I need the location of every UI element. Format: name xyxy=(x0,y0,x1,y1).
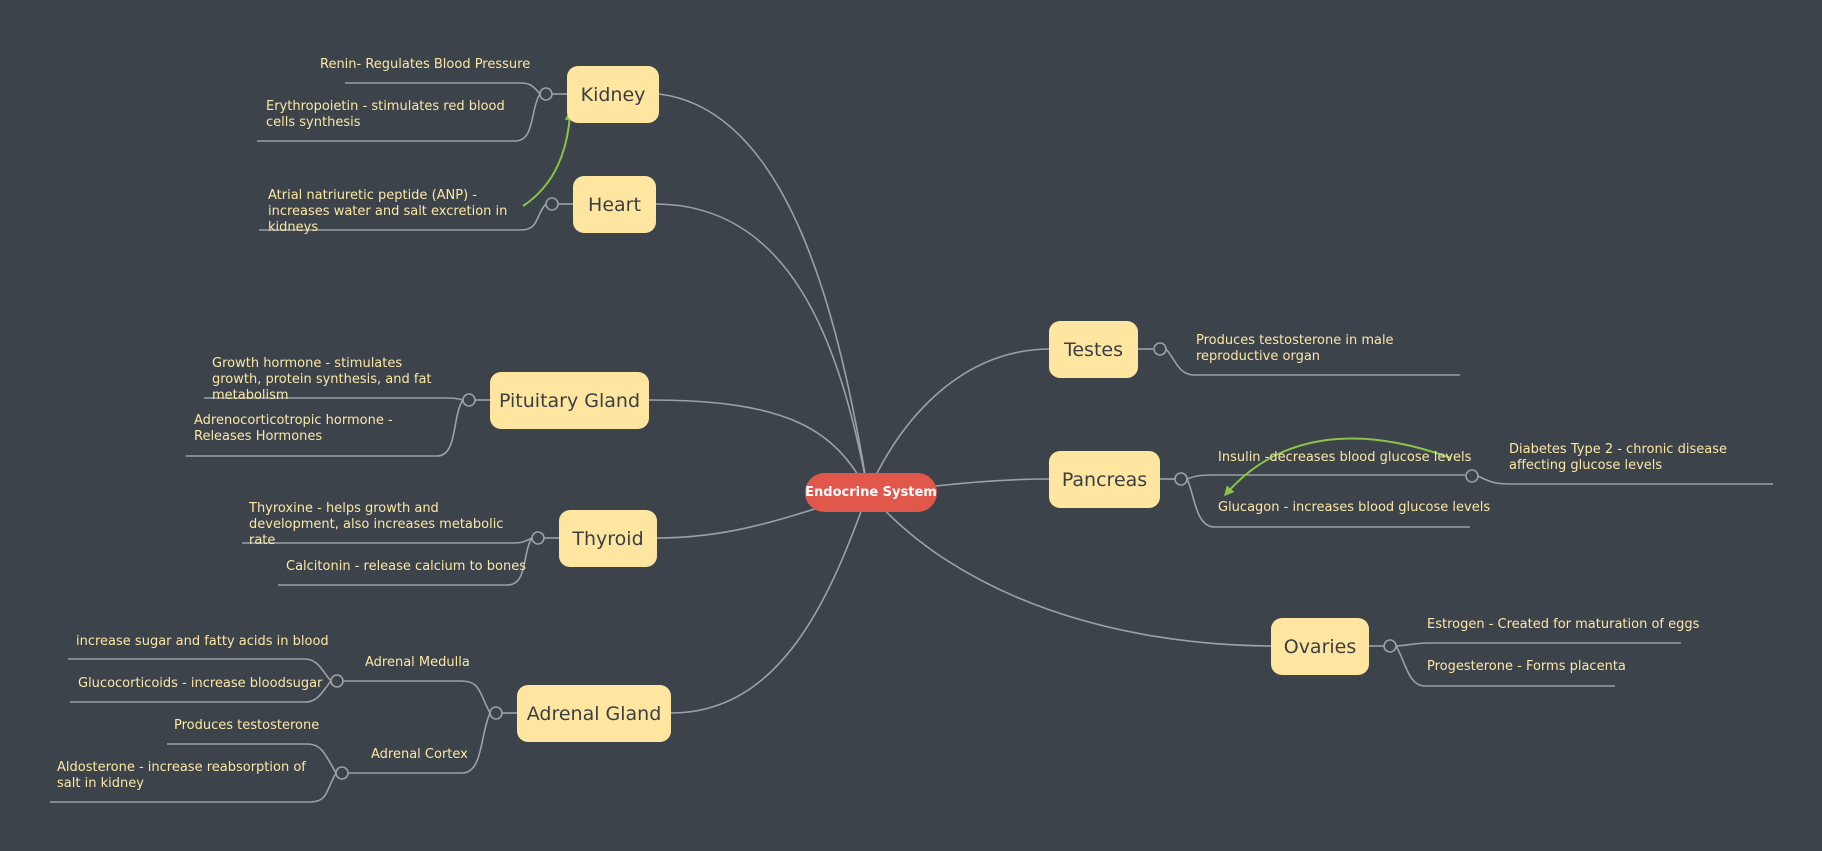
leaf-insulin[interactable]: Insulin -decreases blood glucose levels xyxy=(1218,450,1472,465)
link-insulin-diabetes xyxy=(1477,475,1773,485)
topic-pituitary-gland[interactable]: Pituitary Gland xyxy=(490,372,649,429)
link-kidney-renin xyxy=(345,82,541,95)
link-root-testes xyxy=(867,348,1050,493)
link-root-pituitary xyxy=(648,399,869,493)
cortex-fork-joint xyxy=(335,766,349,780)
insulin-fork-joint xyxy=(1465,469,1479,483)
link-adrenal-medulla xyxy=(343,680,491,714)
topic-testes[interactable]: Testes xyxy=(1049,321,1138,378)
leaf-produces-testosterone[interactable]: Produces testosterone xyxy=(174,718,320,733)
leaf-glucocorticoids[interactable]: Glucocorticoids - increase bloodsugar xyxy=(78,676,323,691)
subtopic-adrenal-cortex[interactable]: Adrenal Cortex xyxy=(371,747,468,762)
relationship-arrow-diabetes-insulin[interactable] xyxy=(1224,437,1452,497)
topic-kidney[interactable]: Kidney xyxy=(567,66,659,123)
leaf-testes-testosterone[interactable]: Produces testosterone in male reproducti… xyxy=(1196,333,1394,364)
link-cortex-aldosterone xyxy=(50,772,337,803)
subtopic-adrenal-medulla[interactable]: Adrenal Medulla xyxy=(365,655,470,670)
thyroid-fork-joint xyxy=(531,531,545,545)
testes-fork-joint xyxy=(1153,342,1167,356)
link-pituitary-acth xyxy=(186,399,464,457)
heart-fork-joint xyxy=(545,197,559,211)
topic-thyroid[interactable]: Thyroid xyxy=(559,510,657,567)
leaf-calcitonin[interactable]: Calcitonin - release calcium to bones xyxy=(286,559,526,574)
link-thyroid-calcitonin xyxy=(278,537,533,586)
ovaries-fork-joint xyxy=(1383,639,1397,653)
leaf-thyroxine[interactable]: Thyroxine - helps growth and development… xyxy=(249,501,504,548)
topic-heart[interactable]: Heart xyxy=(573,176,656,233)
leaf-growth-hormone[interactable]: Growth hormone - stimulates growth, prot… xyxy=(212,356,432,403)
link-root-heart xyxy=(655,203,869,493)
link-cortex-testosterone xyxy=(167,743,337,774)
topic-ovaries[interactable]: Ovaries xyxy=(1271,618,1369,675)
link-thyroid-thyroxine xyxy=(242,537,533,544)
link-testes-leaf xyxy=(1165,348,1460,376)
link-ovaries-progesterone xyxy=(1395,645,1615,687)
link-root-kidney xyxy=(658,93,869,493)
link-medulla-sugar xyxy=(68,658,332,682)
topic-pancreas[interactable]: Pancreas xyxy=(1049,451,1160,508)
topic-adrenal-gland[interactable]: Adrenal Gland xyxy=(517,685,671,742)
leaf-diabetes[interactable]: Diabetes Type 2 - chronic disease affect… xyxy=(1509,442,1727,473)
kidney-fork-joint xyxy=(539,87,553,101)
medulla-fork-joint xyxy=(330,674,344,688)
link-pituitary-growth xyxy=(204,397,464,401)
leaf-increase-sugar[interactable]: increase sugar and fatty acids in blood xyxy=(76,634,329,649)
link-root-pancreas xyxy=(935,478,1050,487)
adrenal-fork-joint xyxy=(489,706,503,720)
pituitary-fork-joint xyxy=(462,393,476,407)
leaf-glucagon[interactable]: Glucagon - increases blood glucose level… xyxy=(1218,500,1491,515)
leaf-estrogen[interactable]: Estrogen - Created for maturation of egg… xyxy=(1427,617,1700,632)
link-pancreas-glucagon xyxy=(1186,478,1470,528)
link-medulla-glucocorticoids xyxy=(70,680,332,703)
leaf-anp[interactable]: Atrial natriuretic peptide (ANP) - incre… xyxy=(268,188,508,235)
link-kidney-erythropoietin xyxy=(257,93,541,142)
pancreas-fork-joint xyxy=(1174,472,1188,486)
leaf-renin[interactable]: Renin- Regulates Blood Pressure xyxy=(320,57,531,72)
link-root-adrenal xyxy=(670,491,869,714)
central-topic-endocrine-system[interactable]: Endocrine System xyxy=(805,473,937,512)
leaf-erythropoietin[interactable]: Erythropoietin - stimulates red blood ce… xyxy=(266,99,505,130)
link-heart-anp xyxy=(259,203,547,231)
relationship-arrow-anp-kidney[interactable] xyxy=(522,110,575,207)
link-ovaries-estrogen xyxy=(1395,642,1681,647)
leaf-aldosterone[interactable]: Aldosterone - increase reabsorption of s… xyxy=(57,760,306,791)
link-root-ovaries xyxy=(867,491,1272,647)
leaf-progesterone[interactable]: Progesterone - Forms placenta xyxy=(1427,659,1626,674)
link-adrenal-cortex xyxy=(348,712,491,774)
link-pancreas-insulin xyxy=(1186,474,1465,480)
leaf-acth[interactable]: Adrenocorticotropic hormone - Releases H… xyxy=(194,413,393,444)
